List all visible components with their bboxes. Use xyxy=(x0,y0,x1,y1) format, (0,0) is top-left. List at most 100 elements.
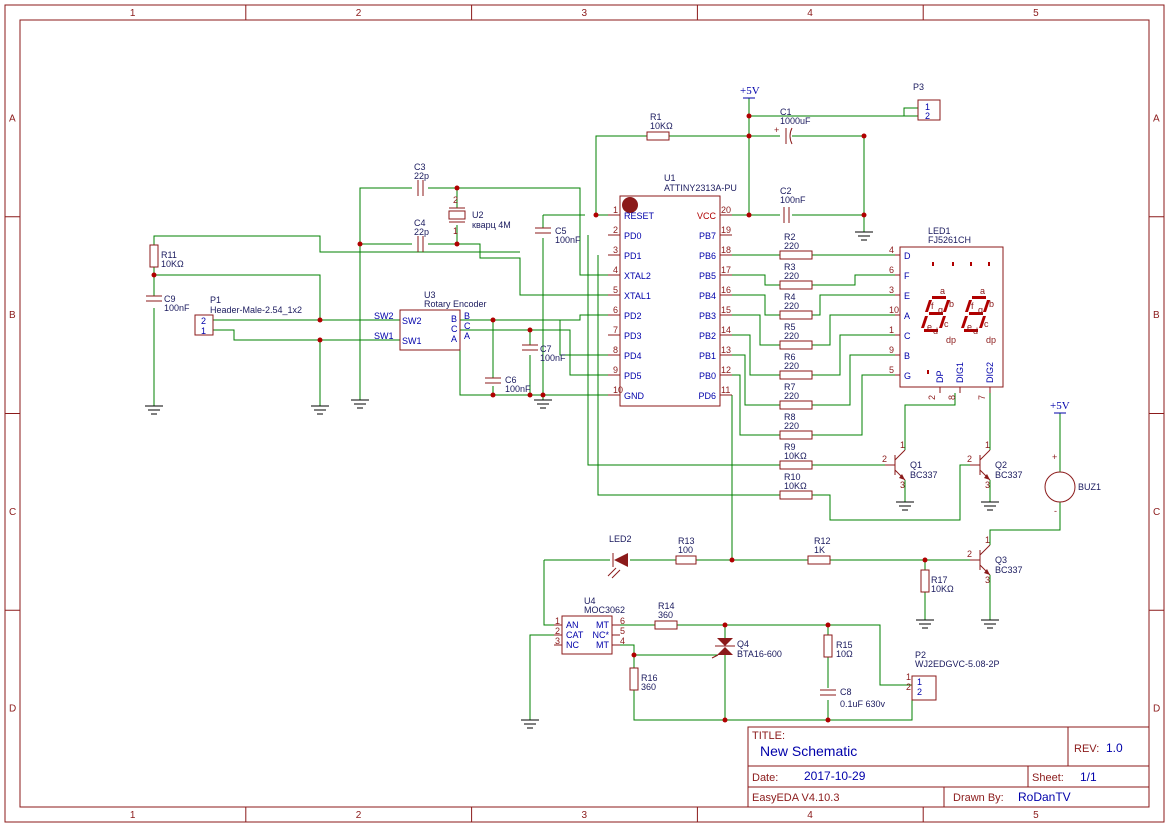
svg-text:R5: R5 xyxy=(784,322,796,332)
zone-col-label: 3 xyxy=(582,810,588,821)
svg-text:dp: dp xyxy=(946,335,956,345)
svg-text:220: 220 xyxy=(784,241,799,251)
svg-text:R17: R17 xyxy=(931,575,948,585)
svg-text:1: 1 xyxy=(917,677,922,687)
led1-pin-number: 6 xyxy=(889,265,894,275)
svg-text:e: e xyxy=(927,322,932,332)
led1-pin-number: 9 xyxy=(889,345,894,355)
svg-text:New Schematic: New Schematic xyxy=(760,743,857,759)
u1-pin-number: 2 xyxy=(613,225,618,235)
svg-text:MOC3062: MOC3062 xyxy=(584,605,625,615)
u1-pin-number: 13 xyxy=(721,345,731,355)
title-block: TITLE: New Schematic REV: 1.0 Date: 2017… xyxy=(747,726,1150,808)
zone-col-label: 1 xyxy=(130,8,136,19)
svg-text:RoDanTV: RoDanTV xyxy=(1018,790,1071,804)
u4-pin-number: 2 xyxy=(555,626,560,636)
led1-pin-number: 10 xyxy=(889,305,899,315)
u4-pin-number: 5 xyxy=(620,626,625,636)
svg-text:U1: U1 xyxy=(664,173,676,183)
svg-text:C8: C8 xyxy=(840,687,852,697)
svg-text:1: 1 xyxy=(925,102,930,112)
svg-text:U3: U3 xyxy=(424,290,436,300)
zone-row-label: B xyxy=(1153,310,1160,321)
svg-text:2: 2 xyxy=(967,454,972,464)
p2-terminal: 1 2 1 2 P2 WJ2EDGVC-5.08-2P xyxy=(906,650,1000,701)
svg-text:SW2: SW2 xyxy=(402,316,422,326)
svg-text:1: 1 xyxy=(900,440,905,450)
zone-row-label: C xyxy=(9,507,16,518)
svg-text:Q2: Q2 xyxy=(995,460,1007,470)
svg-text:+: + xyxy=(1052,452,1057,462)
u4-pin-number: 3 xyxy=(555,636,560,646)
led1-pin-name: DIG1 xyxy=(955,362,965,383)
zone-col-label: 2 xyxy=(356,8,362,19)
svg-text:TITLE:: TITLE: xyxy=(752,730,785,742)
u1-pin-number: 18 xyxy=(721,245,731,255)
svg-text:Q1: Q1 xyxy=(910,460,922,470)
svg-text:R13: R13 xyxy=(678,536,695,546)
u1-pin-number: 6 xyxy=(613,305,618,315)
svg-text:BUZ1: BUZ1 xyxy=(1078,482,1101,492)
led1-pin-name: DP xyxy=(935,370,945,383)
svg-text:100nF: 100nF xyxy=(540,353,566,363)
svg-text:+5V: +5V xyxy=(1050,400,1070,412)
svg-text:A: A xyxy=(464,331,470,341)
zone-row-label: D xyxy=(9,704,16,715)
svg-text:1: 1 xyxy=(906,672,911,682)
zone-row-label: A xyxy=(9,113,16,124)
zone-row-label: A xyxy=(1153,113,1160,124)
u4-pin-number: 1 xyxy=(555,616,560,626)
digit-1-segments: a f g b e d c dp xyxy=(921,262,956,374)
svg-text:LED1: LED1 xyxy=(928,226,951,236)
svg-text:R2: R2 xyxy=(784,232,796,242)
u1-pin-number: 12 xyxy=(721,365,731,375)
svg-text:R14: R14 xyxy=(658,601,675,611)
svg-text:+: + xyxy=(774,125,779,135)
u1-pin-name: PB2 xyxy=(699,331,716,341)
svg-text:Sheet:: Sheet: xyxy=(1032,772,1064,784)
u1-pin-name: XTAL2 xyxy=(624,271,651,281)
svg-text:C6: C6 xyxy=(505,375,517,385)
svg-text:0.1uF 630v: 0.1uF 630v xyxy=(840,699,886,709)
svg-text:2: 2 xyxy=(925,111,930,121)
svg-text:R10: R10 xyxy=(784,472,801,482)
svg-text:C4: C4 xyxy=(414,218,426,228)
svg-text:2: 2 xyxy=(882,454,887,464)
svg-text:R8: R8 xyxy=(784,412,796,422)
led1-pin-number: 7 xyxy=(977,395,987,400)
svg-text:100: 100 xyxy=(678,545,693,555)
u1-pin-number: 17 xyxy=(721,265,731,275)
svg-text:c: c xyxy=(944,319,949,329)
svg-text:1K: 1K xyxy=(814,545,825,555)
u4-pin-number: 6 xyxy=(620,616,625,626)
svg-text:e: e xyxy=(967,322,972,332)
svg-text:R4: R4 xyxy=(784,292,796,302)
u4-pin-name: MT xyxy=(596,640,609,650)
zone-col-label: 2 xyxy=(356,810,362,821)
svg-text:A: A xyxy=(451,334,457,344)
svg-text:1/1: 1/1 xyxy=(1080,770,1097,784)
u1-pin-number: 20 xyxy=(721,205,731,215)
svg-text:g: g xyxy=(978,305,983,315)
svg-text:a: a xyxy=(940,286,945,296)
svg-text:C9: C9 xyxy=(164,294,176,304)
svg-text:dp: dp xyxy=(986,335,996,345)
led1-pin-name: A xyxy=(904,311,910,321)
u1-microcontroller: U1 ATTINY2313A-PU 1RESET2PD03PD14XTAL25X… xyxy=(608,173,737,407)
svg-text:10KΩ: 10KΩ xyxy=(784,451,807,461)
u1-pin-number: 3 xyxy=(613,245,618,255)
u1-pin-name: PD4 xyxy=(624,351,642,361)
svg-text:BTA16-600: BTA16-600 xyxy=(737,649,782,659)
u1-pin-number: 10 xyxy=(613,385,623,395)
svg-text:C1: C1 xyxy=(780,107,792,117)
u1-pin-number: 19 xyxy=(721,225,731,235)
svg-text:Header-Male-2.54_1x2: Header-Male-2.54_1x2 xyxy=(210,305,302,315)
led1-pin-number: 1 xyxy=(889,325,894,335)
u1-pin-number: 11 xyxy=(721,385,730,395)
u1-pin-name: PB4 xyxy=(699,291,716,301)
u1-pin-name: PB0 xyxy=(699,371,716,381)
resistors: R1 10KΩ R2 220 R3 220 R4 220 R5 220 R6 2… xyxy=(149,112,954,692)
svg-text:2: 2 xyxy=(453,195,458,205)
svg-text:SW1: SW1 xyxy=(374,331,394,341)
